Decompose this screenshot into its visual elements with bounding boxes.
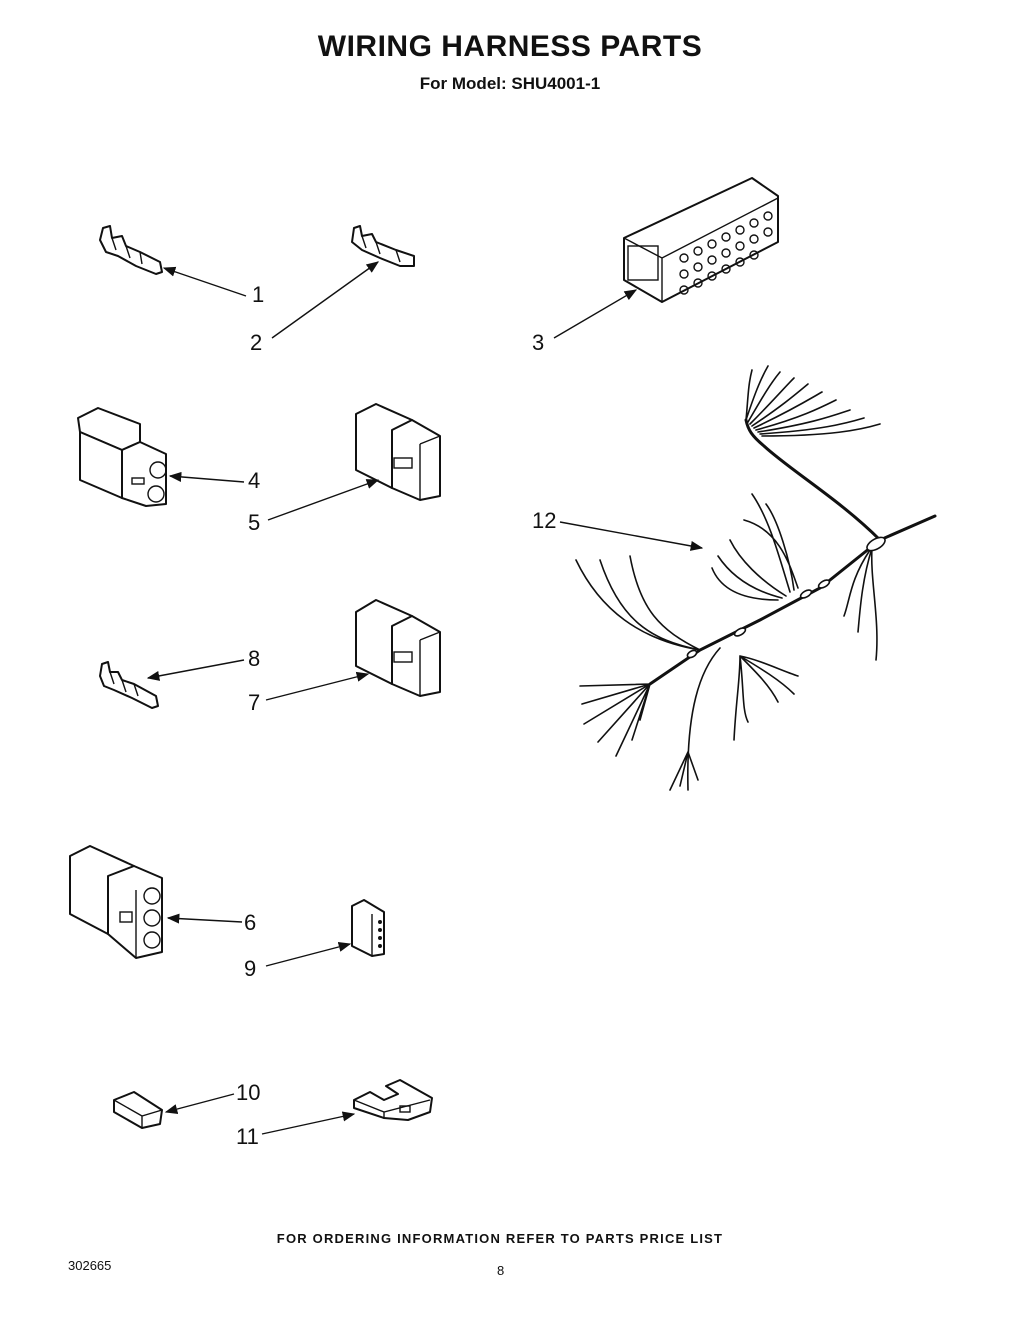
part-10-small-block [113, 1091, 163, 1129]
leader-lines [146, 261, 704, 1135]
part-11-bracket [353, 1079, 433, 1121]
callout-8: 8 [248, 646, 260, 671]
callout-1: 1 [252, 282, 264, 307]
document-number: 302665 [68, 1258, 112, 1273]
callout-5: 5 [248, 510, 260, 535]
callout-3: 3 [532, 330, 544, 355]
callout-6: 6 [244, 910, 256, 935]
part-7-housing [355, 599, 441, 697]
part-6-three-pin-housing [69, 845, 163, 959]
page-number: 8 [497, 1263, 505, 1278]
callout-9: 9 [244, 956, 256, 981]
page-title: WIRING HARNESS PARTS [317, 30, 703, 63]
part-2-terminal [351, 225, 415, 267]
callout-2: 2 [250, 330, 262, 355]
part-4-two-pin-housing [77, 407, 167, 507]
callout-12: 12 [532, 508, 556, 533]
callout-4: 4 [248, 468, 260, 493]
model-subtitle: For Model: SHU4001-1 [419, 74, 601, 93]
callout-10: 10 [236, 1080, 260, 1105]
part-12-wire-harness [575, 365, 937, 791]
part-3-connector-block [623, 177, 779, 303]
part-8-terminal [99, 661, 159, 709]
callout-11: 11 [236, 1124, 259, 1149]
part-1-terminal [99, 225, 163, 275]
ordering-info-note: FOR ORDERING INFORMATION REFER TO PARTS … [276, 1231, 724, 1246]
part-9-small-housing [351, 899, 385, 957]
part-5-housing [355, 403, 441, 501]
callout-7: 7 [248, 690, 260, 715]
